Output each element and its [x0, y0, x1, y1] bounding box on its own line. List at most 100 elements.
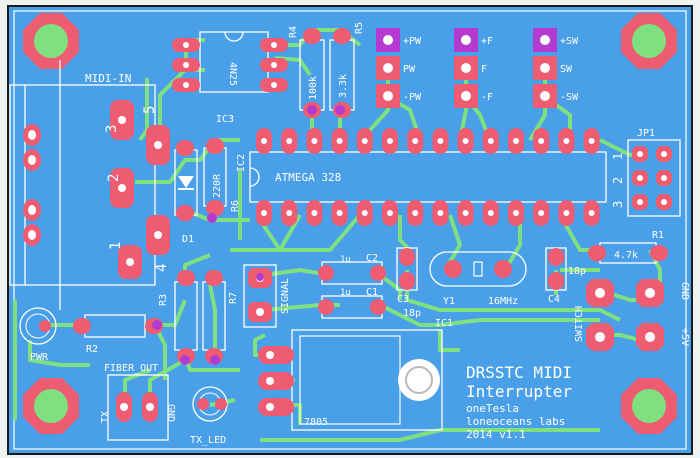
label-c3: C3: [397, 294, 409, 305]
label-c2: C2: [366, 253, 378, 264]
label-atmega: ATMEGA 328: [275, 171, 341, 184]
capacitor-c3: [396, 247, 418, 291]
label-r7: R7: [228, 292, 239, 304]
label-c1-val: 1u: [340, 288, 351, 298]
label-sw-plus: +SW: [560, 36, 579, 47]
midi-in-connector: [9, 60, 170, 310]
mounting-hole-top-left: [23, 13, 79, 69]
atmega-pin-hole: [487, 210, 494, 216]
atmega-pin-hole: [286, 138, 293, 144]
label-pin-1: 1: [108, 242, 124, 250]
atmega-pin-hole: [588, 138, 595, 144]
credit-line1: oneTesla: [466, 402, 519, 415]
atmega-pin-hole: [513, 210, 519, 216]
label-ic1: IC1: [435, 318, 453, 329]
label-pwr: PWR: [30, 352, 49, 363]
mounting-hole-top-right: [621, 13, 677, 69]
atmega-pin-hole: [336, 210, 343, 216]
ic1-regulator: [258, 329, 443, 431]
label-220r: 220R: [212, 173, 223, 198]
label-pw-minus: -PW: [403, 92, 422, 103]
atmega-pin-hole: [538, 138, 545, 144]
label-gnd-fiber: GND: [165, 404, 176, 422]
atmega-pin-hole: [311, 210, 318, 216]
resistor-r3: [174, 270, 198, 364]
silk-labels: MIDI-IN 3 5 2 1 4 D1 R4 R5 100k 3.3k IC3…: [30, 22, 690, 446]
label-pin-5: 5: [142, 106, 158, 114]
label-7805: 7805: [304, 417, 328, 428]
label-jp1: JP1: [637, 128, 655, 139]
pwr-led: [19, 307, 57, 345]
label-c3-val: 18p: [403, 308, 421, 319]
atmega-pin-hole: [462, 210, 469, 216]
atmega-pin-hole: [361, 210, 368, 216]
power-pads: [636, 279, 664, 351]
credit-line3: 2014 v1.1: [466, 428, 526, 441]
label-pin-3: 3: [104, 125, 120, 133]
atmega-pin-hole: [261, 138, 267, 144]
board-title-line2: Interrupter: [466, 382, 572, 401]
label-100k: 100k: [308, 76, 319, 100]
label-f-plus: +F: [481, 36, 493, 47]
atmega-pin-hole: [563, 138, 570, 144]
atmega-pin-hole: [261, 210, 267, 216]
label-16mhz: 16MHz: [488, 296, 518, 307]
fiber-out-connector: [107, 374, 169, 441]
label-f-minus: -F: [481, 92, 493, 103]
capacitor-c1: [318, 295, 386, 319]
label-f: F: [481, 64, 487, 75]
atmega-pin-hole: [487, 138, 494, 144]
resistor-r1: [588, 242, 668, 264]
switch-pads: [586, 279, 614, 351]
midi-pin-pads: [110, 100, 170, 279]
atmega-pin-hole: [538, 210, 545, 216]
atmega-pin-hole: [311, 138, 318, 144]
label-jp-3: 3: [611, 201, 625, 208]
label-r1: R1: [652, 230, 664, 241]
label-c4: C4: [548, 294, 560, 305]
label-4k7: 4.7k: [614, 250, 638, 261]
atmega-pin-hole: [336, 138, 343, 144]
label-jp-1: 1: [611, 153, 625, 160]
atmega-pin-hole: [412, 210, 419, 216]
label-sw-minus: -SW: [560, 92, 579, 103]
label-sw: SW: [560, 64, 573, 75]
ic3-optocoupler: [172, 31, 288, 93]
label-jp-2: 2: [611, 177, 625, 184]
label-gnd-power: GND: [679, 282, 690, 300]
ic2-atmega328: [249, 128, 607, 226]
atmega-pin-hole: [588, 210, 595, 216]
atmega-pin-hole: [286, 210, 293, 216]
label-pw: PW: [403, 64, 416, 75]
atmega-pin-hole: [437, 138, 444, 144]
label-tx-led: TX_LED: [190, 435, 226, 446]
label-ic3: IC3: [216, 114, 234, 125]
label-pw-plus: +PW: [403, 36, 422, 47]
label-fiber-out: FIBER_OUT: [104, 363, 158, 374]
label-c4-val: 18p: [568, 266, 586, 277]
label-pin-2: 2: [106, 174, 122, 182]
label-midi-in: MIDI-IN: [85, 72, 131, 85]
atmega-pin-hole: [563, 210, 570, 216]
atmega-pin-hole: [437, 210, 444, 216]
label-c2-val: 1u: [340, 255, 351, 265]
mounting-hole-bottom-left: [23, 378, 79, 434]
label-pin-4: 4: [154, 264, 170, 272]
label-plus-5v: +5V: [679, 328, 690, 346]
board-title-line1: DRSSTC MIDI: [466, 363, 572, 382]
pw-header: [376, 28, 400, 108]
sw-header: [533, 28, 557, 108]
label-r2: R2: [86, 344, 98, 355]
label-c1: C1: [366, 287, 378, 298]
board-silk-outline: [13, 10, 687, 450]
crystal-y1: [429, 251, 527, 287]
atmega-pin-hole: [412, 138, 419, 144]
vias: [152, 105, 345, 365]
capacitor-c2: [318, 261, 386, 285]
capacitor-c4: [545, 247, 567, 291]
label-switch: SWITCH: [574, 306, 585, 342]
f-header: [454, 28, 478, 108]
label-signal: SIGNAL: [280, 278, 291, 314]
mounting-hole-bottom-right: [621, 378, 677, 434]
